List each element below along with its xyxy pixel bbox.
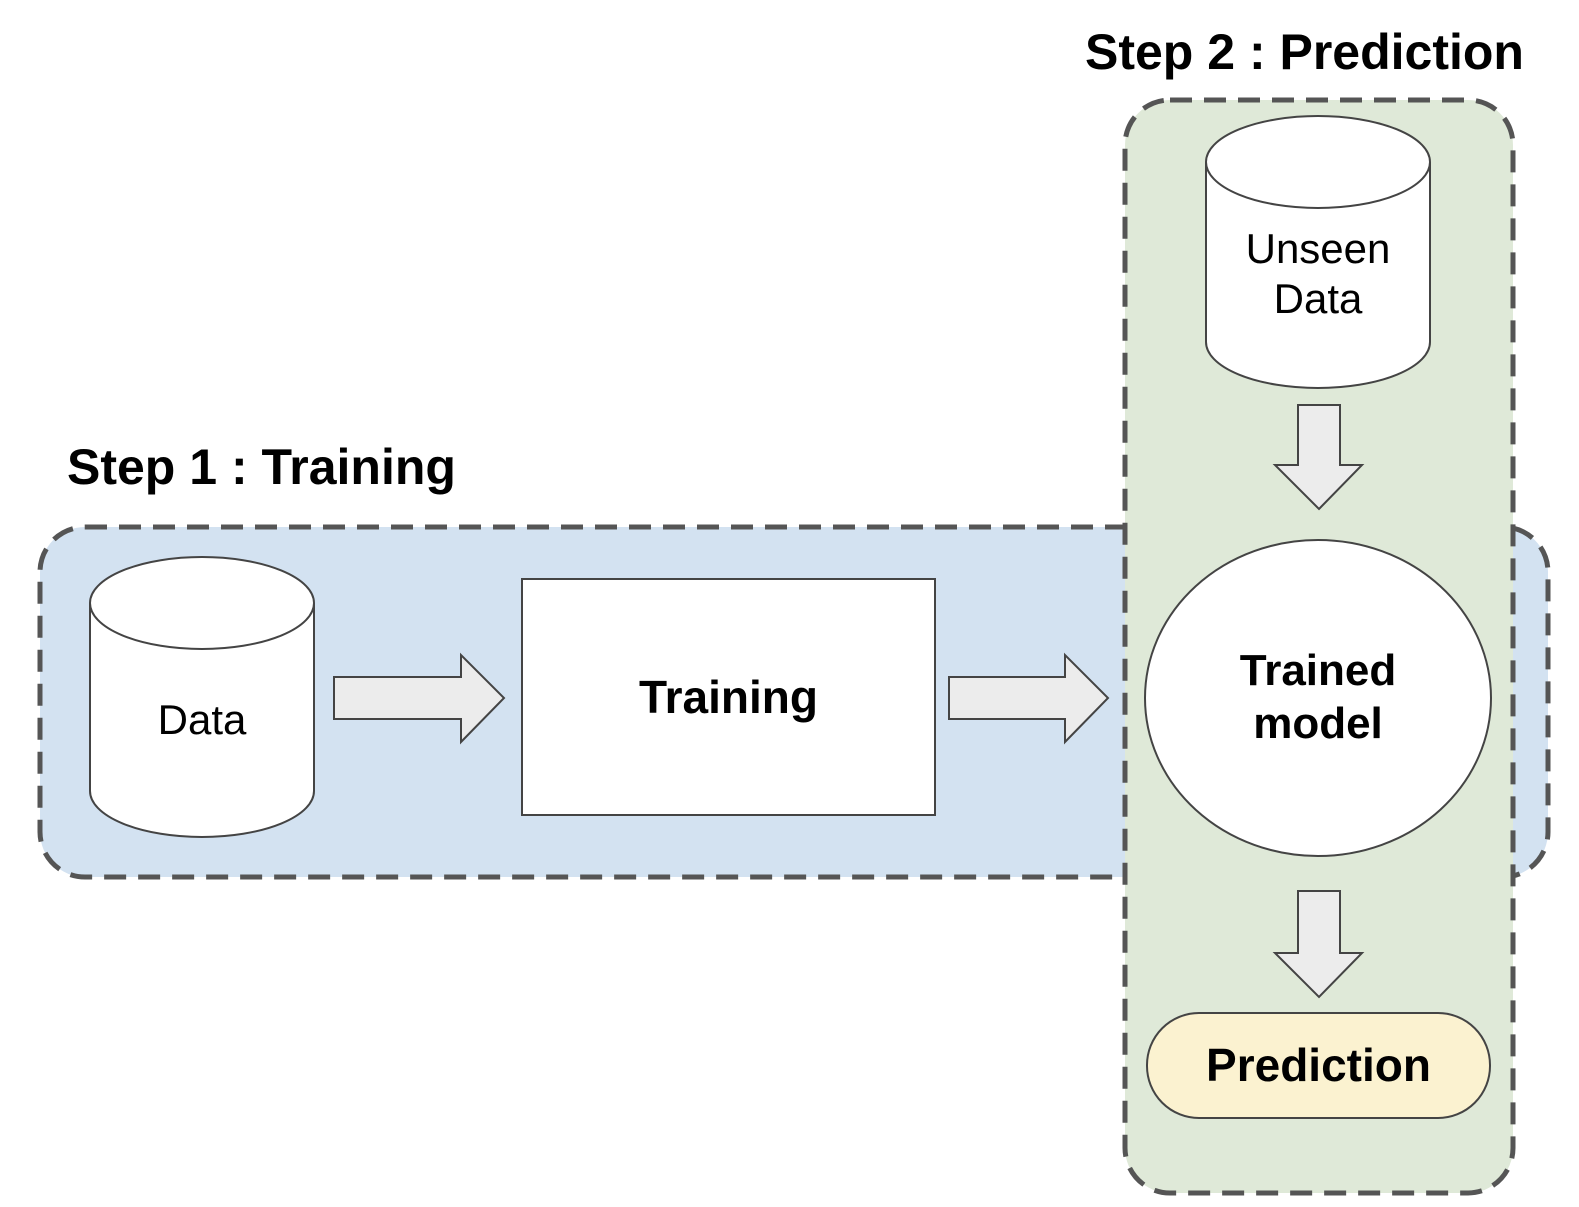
training-label: Training [639,671,818,724]
unseen-data-label: Unseen Data [1245,224,1391,322]
arrow-model-to-prediction [1272,890,1365,999]
unseen-data-cylinder [1205,115,1431,389]
arrow-data-to-training [333,652,506,745]
arrow-training-to-model [948,652,1110,745]
step-2-title: Step 2 : Prediction [1085,24,1524,80]
prediction-pill [1146,1012,1491,1119]
training-box [521,578,936,816]
trained-model-ellipse [1144,539,1492,857]
prediction-label: Prediction [1206,1038,1431,1091]
data-label: Data [157,695,247,743]
step-1-title: Step 1 : Training [67,439,456,495]
arrow-unseen-to-model [1272,404,1365,511]
trained-model-label: Trained model [1239,646,1397,748]
data-cylinder [89,556,315,838]
